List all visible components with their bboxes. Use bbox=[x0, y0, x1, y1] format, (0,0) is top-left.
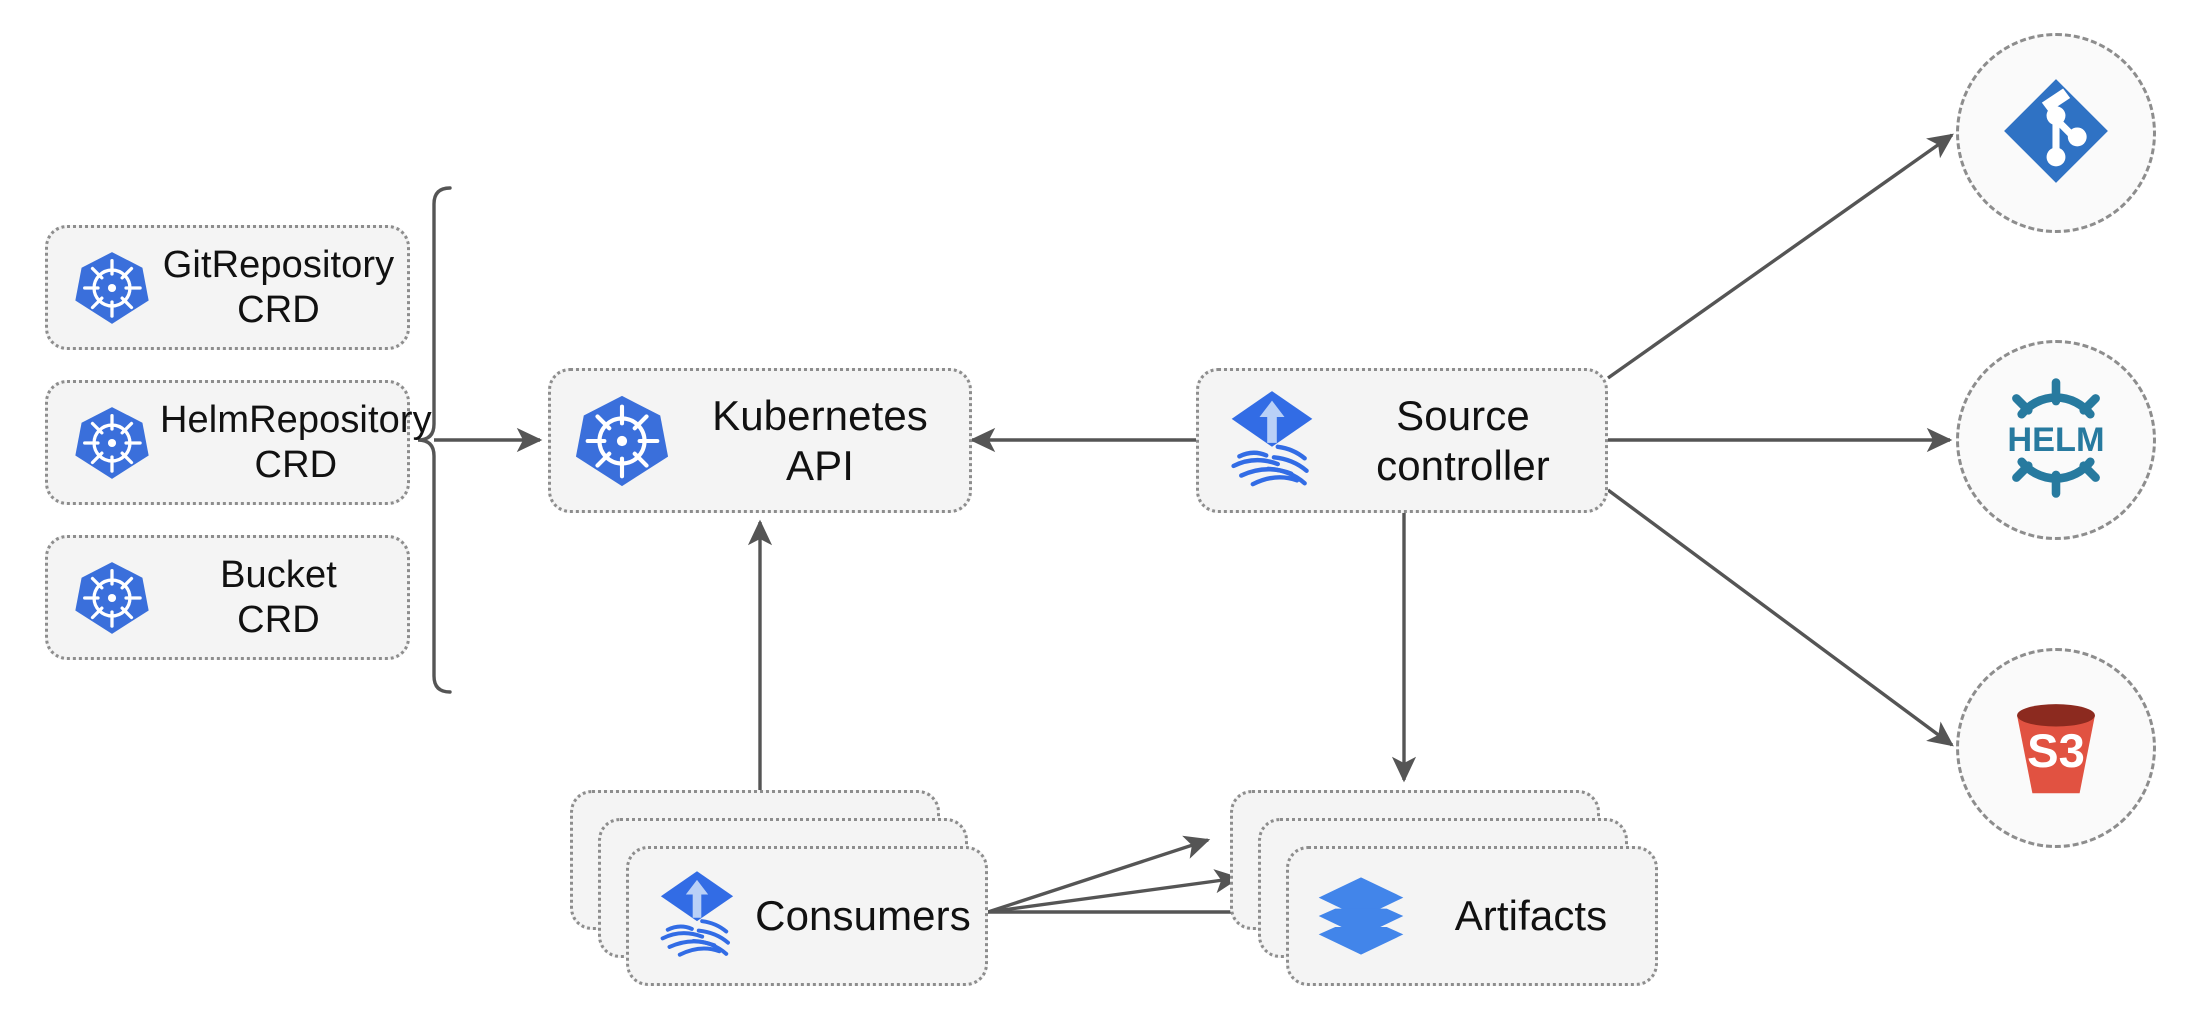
node-gitrepository-crd[interactable]: GitRepository CRD bbox=[45, 225, 410, 350]
flux-icon bbox=[1213, 387, 1331, 495]
source-helm-circle[interactable]: HELM bbox=[1956, 340, 2156, 540]
node-kubernetes-api[interactable]: Kubernetes API bbox=[548, 368, 972, 513]
flux-icon bbox=[643, 867, 751, 965]
kubernetes-icon bbox=[563, 392, 681, 490]
edge-source-to-git bbox=[1607, 133, 1954, 380]
svg-text:S3: S3 bbox=[2027, 725, 2085, 778]
edge-consumers-to-artifacts-2 bbox=[987, 869, 1241, 914]
node-helmrepository-crd[interactable]: HelmRepository CRD bbox=[45, 380, 432, 505]
node-label: Kubernetes API bbox=[712, 391, 928, 489]
node-consumers[interactable]: Consumers bbox=[626, 846, 988, 986]
node-label: Bucket CRD bbox=[220, 553, 337, 641]
helm-icon: HELM bbox=[1990, 372, 2122, 509]
layers-icon bbox=[1305, 870, 1417, 962]
git-icon bbox=[1997, 72, 2115, 195]
node-source-controller[interactable]: Source controller bbox=[1196, 368, 1608, 513]
node-bucket-crd[interactable]: Bucket CRD bbox=[45, 535, 410, 660]
kubernetes-icon bbox=[64, 559, 160, 637]
source-git-circle[interactable] bbox=[1956, 33, 2156, 233]
svg-text:HELM: HELM bbox=[2007, 421, 2104, 459]
node-label: Source controller bbox=[1376, 391, 1550, 489]
node-label: GitRepository CRD bbox=[162, 243, 395, 331]
kubernetes-icon bbox=[64, 404, 160, 482]
edge-source-to-s3 bbox=[1606, 488, 1954, 747]
s3-icon: S3 bbox=[1997, 687, 2115, 810]
node-label: HelmRepository CRD bbox=[160, 398, 432, 486]
edge-consumers-to-artifacts-1 bbox=[987, 835, 1211, 914]
node-label: Artifacts bbox=[1454, 892, 1608, 940]
node-label: Consumers bbox=[755, 892, 971, 940]
source-s3-circle[interactable]: S3 bbox=[1956, 648, 2156, 848]
node-artifacts[interactable]: Artifacts bbox=[1286, 846, 1658, 986]
kubernetes-icon bbox=[64, 249, 160, 327]
